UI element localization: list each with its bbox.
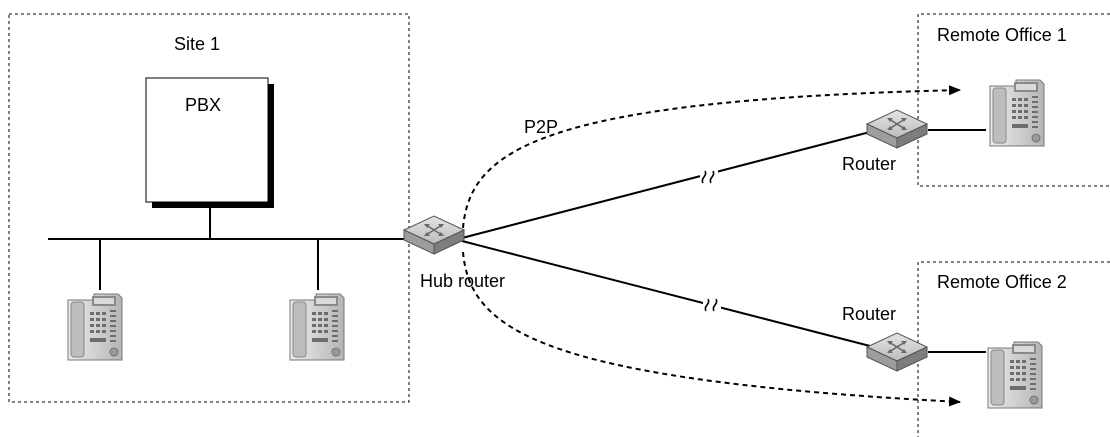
remote-phone-1-icon [989, 79, 1045, 147]
p2p-arc-lower [462, 251, 961, 407]
router-1-label: Router [842, 154, 897, 174]
site-1-boundary [8, 13, 410, 403]
remote-phone-2-icon [987, 341, 1043, 409]
pbx-box [145, 77, 269, 203]
wan-link-1 [461, 131, 871, 239]
hub-router-icon [403, 215, 465, 255]
remote-office-1-boundary [917, 13, 1110, 187]
hub-router-label: Hub router [420, 271, 506, 291]
pbx-label: PBX [185, 95, 222, 115]
phone-2-icon [289, 293, 345, 361]
link-break-icon [700, 170, 718, 184]
remote-office-2-boundary [917, 261, 1110, 437]
wan-link-2 [461, 240, 871, 347]
phone-1-icon [67, 293, 123, 361]
p2p-label: P2P [524, 117, 559, 137]
remote-office-1-label: Remote Office 1 [937, 25, 1067, 45]
site-1-label: Site 1 [174, 34, 221, 54]
link-break-icon [703, 298, 721, 312]
router-2-label: Router [842, 304, 897, 324]
remote-office-2-label: Remote Office 2 [937, 272, 1067, 292]
